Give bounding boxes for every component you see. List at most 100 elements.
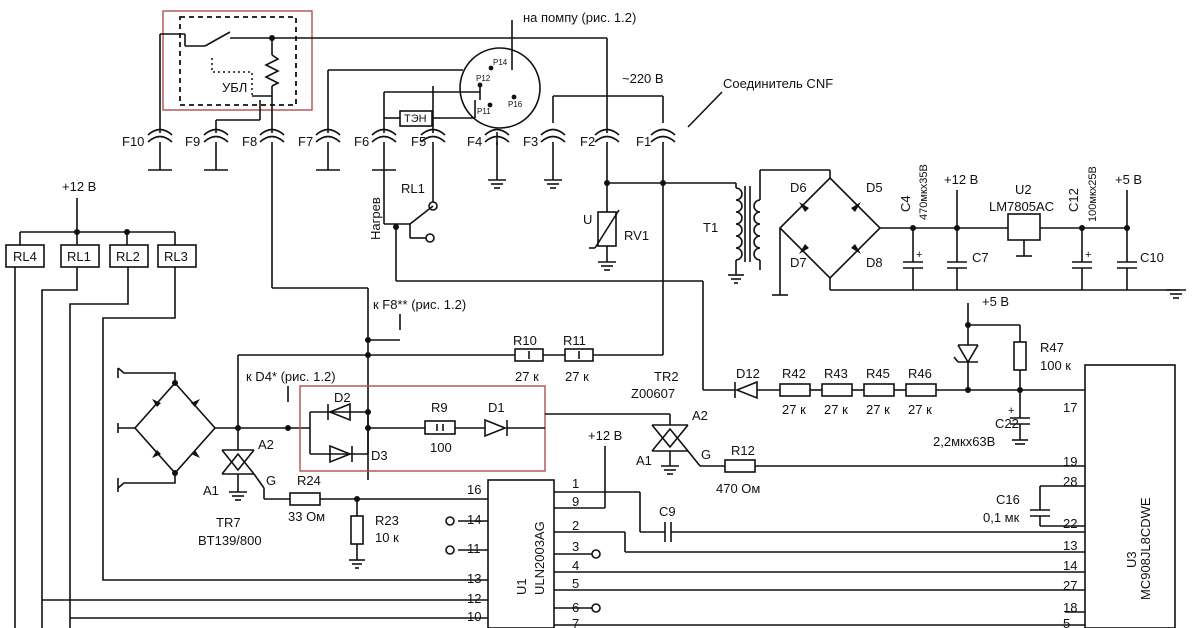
- c16-capacitor: C16 0,1 мк: [983, 485, 1085, 527]
- svg-text:27 к: 27 к: [824, 402, 848, 417]
- svg-text:22: 22: [1063, 516, 1077, 531]
- svg-text:P14: P14: [493, 58, 508, 67]
- svg-text:100: 100: [430, 440, 452, 455]
- u1-uln2003: U1 ULN2003AG: [487, 479, 555, 628]
- svg-text:TR2: TR2: [654, 369, 679, 384]
- svg-text:C22: C22: [995, 416, 1019, 431]
- svg-text:Z00607: Z00607: [631, 386, 675, 401]
- svg-text:U: U: [583, 212, 592, 227]
- f-connectors: F10 F9 F8 F7 F6 F5 F4 F3 F2 F1: [122, 128, 676, 149]
- tr2-triac: TR2 Z00607 A2 A1 G: [631, 369, 711, 475]
- svg-text:27 к: 27 к: [515, 369, 539, 384]
- svg-text:R42: R42: [782, 366, 806, 381]
- svg-text:D1: D1: [488, 400, 505, 415]
- svg-text:D7: D7: [790, 255, 807, 270]
- svg-text:F3: F3: [523, 134, 538, 149]
- svg-text:9: 9: [572, 494, 579, 509]
- svg-text:10: 10: [467, 609, 481, 624]
- svg-text:D3: D3: [371, 448, 388, 463]
- svg-text:R11: R11: [563, 333, 586, 348]
- svg-text:RL1: RL1: [67, 249, 91, 264]
- svg-text:4: 4: [572, 558, 579, 573]
- r23-resistor: [350, 515, 364, 545]
- svg-text:R12: R12: [731, 443, 755, 458]
- svg-text:100мкх25В: 100мкх25В: [1087, 166, 1099, 222]
- svg-text:+: +: [1008, 405, 1014, 417]
- svg-text:F4: F4: [467, 134, 482, 149]
- svg-text:10 к: 10 к: [375, 530, 399, 545]
- svg-text:R47: R47: [1040, 340, 1064, 355]
- svg-text:33 Ом: 33 Ом: [288, 509, 325, 524]
- svg-text:C9: C9: [659, 504, 676, 519]
- relay-coils: RL4 RL1 RL2 RL3: [5, 244, 197, 268]
- svg-text:U2: U2: [1015, 182, 1032, 197]
- svg-text:14: 14: [467, 512, 481, 527]
- svg-text:U3: U3: [1124, 551, 1139, 568]
- svg-text:27 к: 27 к: [782, 402, 806, 417]
- svg-text:28: 28: [1063, 474, 1077, 489]
- power-12v-left: +12 В: [62, 179, 96, 194]
- svg-text:C16: C16: [996, 492, 1020, 507]
- svg-text:A1: A1: [636, 453, 652, 468]
- svg-text:+: +: [916, 249, 922, 261]
- svg-text:F1: F1: [636, 134, 651, 149]
- svg-text:27 к: 27 к: [908, 402, 932, 417]
- c4-capacitor: U + C4 470мкх35В: [898, 164, 930, 290]
- u3-mcu: U3 MC908JL8CDWE 17 19 28 22 13 14 27 18 …: [1063, 364, 1176, 628]
- svg-text:D8: D8: [866, 255, 883, 270]
- svg-text:12: 12: [467, 591, 481, 606]
- svg-text:D6: D6: [790, 180, 807, 195]
- svg-text:P12: P12: [476, 74, 491, 83]
- mains-label: ~220 В: [622, 71, 664, 86]
- svg-text:LM7805AC: LM7805AC: [989, 199, 1054, 214]
- transformer-t1: T1: [703, 182, 761, 262]
- svg-text:A2: A2: [692, 408, 708, 423]
- d4-ref-label: к D4* (рис. 1.2): [246, 369, 336, 384]
- svg-text:F2: F2: [580, 134, 595, 149]
- ubl-label: УБЛ: [222, 80, 247, 95]
- svg-text:F5: F5: [411, 134, 426, 149]
- r24-resistor: [289, 492, 321, 506]
- svg-text:0,1 мк: 0,1 мк: [983, 510, 1020, 525]
- svg-text:D12: D12: [736, 366, 760, 381]
- svg-text:U1: U1: [514, 578, 529, 595]
- svg-text:C4: C4: [898, 195, 913, 212]
- r12-resistor: [724, 459, 756, 473]
- svg-text:17: 17: [1063, 400, 1077, 415]
- ubl-dashed-frame: [179, 16, 297, 106]
- c12-capacitor: + C12 100мкх25В: [1066, 166, 1099, 290]
- svg-text:T1: T1: [703, 220, 718, 235]
- svg-text:C10: C10: [1140, 250, 1164, 265]
- d2-d3-r9-d1: D2 D3 R9 100 D1: [309, 390, 545, 464]
- svg-text:+12 В: +12 В: [588, 428, 622, 443]
- svg-text:D2: D2: [334, 390, 351, 405]
- tr7-triac: A2 A1 G TR7 BT139/800: [198, 428, 276, 548]
- power-label: +12 В: [944, 172, 978, 187]
- svg-text:16: 16: [467, 482, 481, 497]
- svg-text:ULN2003AG: ULN2003AG: [532, 521, 547, 595]
- svg-text:RL2: RL2: [116, 249, 140, 264]
- svg-text:2: 2: [572, 518, 579, 533]
- svg-text:A1: A1: [203, 483, 219, 498]
- svg-text:R46: R46: [908, 366, 932, 381]
- svg-text:R43: R43: [824, 366, 848, 381]
- svg-text:R24: R24: [297, 473, 321, 488]
- resistor-chain: R42 R43 R45 R46 27 к 27 к 27 к 27 к: [779, 366, 1085, 417]
- r47-resistor: [1013, 341, 1027, 371]
- f8-ref-label: к F8** (рис. 1.2): [373, 297, 466, 312]
- pump-connector: P14 P12 P16 P11: [459, 47, 541, 129]
- svg-text:11: 11: [467, 541, 481, 556]
- svg-text:A2: A2: [258, 437, 274, 452]
- svg-text:D5: D5: [866, 180, 883, 195]
- svg-text:RL4: RL4: [13, 249, 37, 264]
- svg-text:19: 19: [1063, 454, 1077, 469]
- svg-text:BT139/800: BT139/800: [198, 533, 262, 548]
- svg-text:13: 13: [467, 571, 481, 586]
- svg-text:3: 3: [572, 539, 579, 554]
- connector-label: Соединитель CNF: [723, 76, 833, 91]
- svg-text:F10: F10: [122, 134, 144, 149]
- svg-text:RV1: RV1: [624, 228, 649, 243]
- svg-text:F7: F7: [298, 134, 313, 149]
- svg-text:14: 14: [1063, 558, 1077, 573]
